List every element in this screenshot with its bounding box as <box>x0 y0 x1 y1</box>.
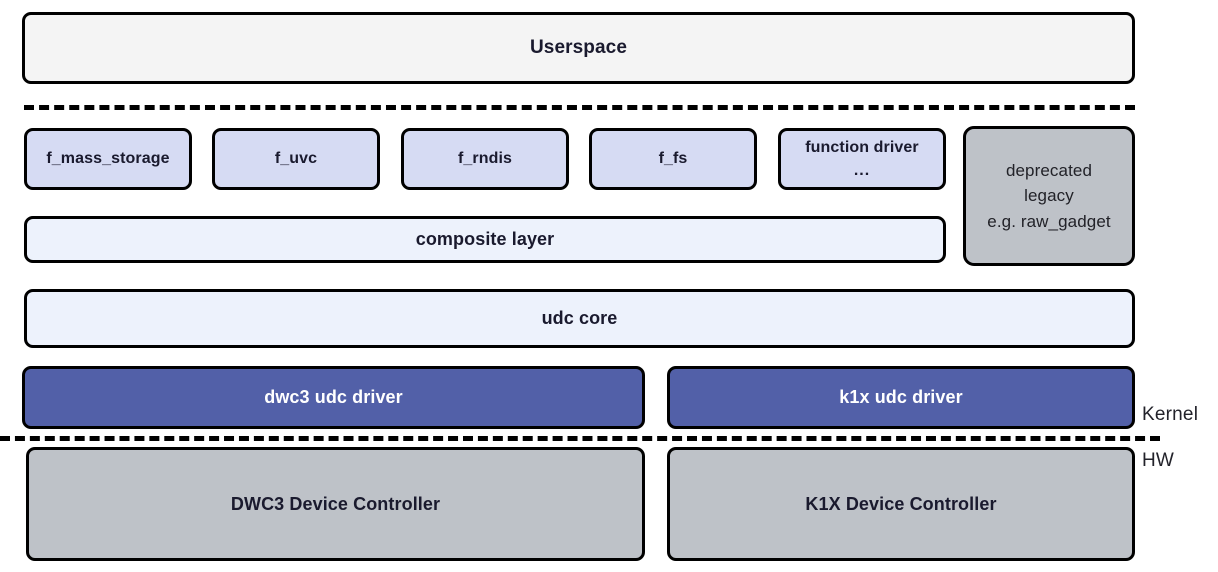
composite-layer-label: composite layer <box>415 229 555 250</box>
legacy-line-deprecated: deprecated <box>1005 160 1093 180</box>
function-driver-f-mass-storage: f_mass_storage <box>24 128 192 190</box>
device-controller-label: K1X Device Controller <box>805 493 997 514</box>
udc-core-label: udc core <box>541 308 618 329</box>
kernel-edge-label: Kernel <box>1142 404 1199 425</box>
function-driver-label: f_mass_storage <box>46 150 170 167</box>
userspace-box: Userspace <box>22 12 1135 84</box>
function-driver-more-text: function driver ... <box>805 136 919 182</box>
udc-driver-label: k1x udc driver <box>839 387 963 408</box>
function-driver-f-rndis: f_rndis <box>401 128 569 190</box>
function-driver-label: f_rndis <box>457 150 513 167</box>
deprecated-legacy-box: deprecated legacy e.g. raw_gadget <box>963 126 1135 266</box>
composite-layer-box: composite layer <box>24 216 946 263</box>
dwc3-udc-driver-box: dwc3 udc driver <box>22 366 645 429</box>
legacy-line-legacy: legacy <box>1024 186 1074 206</box>
dwc3-device-controller-box: DWC3 Device Controller <box>26 447 645 561</box>
legacy-line-example: e.g. raw_gadget <box>987 211 1111 231</box>
function-driver-more-line1: function driver <box>805 138 919 156</box>
udc-core-box: udc core <box>24 289 1135 348</box>
function-driver-more-ellipsis: ... <box>853 162 871 179</box>
k1x-device-controller-box: K1X Device Controller <box>667 447 1135 561</box>
device-controller-label: DWC3 Device Controller <box>230 493 441 514</box>
k1x-udc-driver-box: k1x udc driver <box>667 366 1135 429</box>
function-driver-f-fs: f_fs <box>589 128 757 190</box>
hardware-edge-label: HW <box>1142 450 1175 471</box>
udc-driver-label: dwc3 udc driver <box>264 387 403 408</box>
function-driver-label: f_uvc <box>274 150 318 167</box>
userspace-kernel-divider <box>24 105 1135 110</box>
function-driver-label: f_fs <box>658 150 688 167</box>
kernel-hardware-divider <box>0 436 1160 441</box>
function-driver-more-box: function driver ... <box>778 128 946 190</box>
userspace-label: Userspace <box>529 37 628 59</box>
function-driver-f-uvc: f_uvc <box>212 128 380 190</box>
